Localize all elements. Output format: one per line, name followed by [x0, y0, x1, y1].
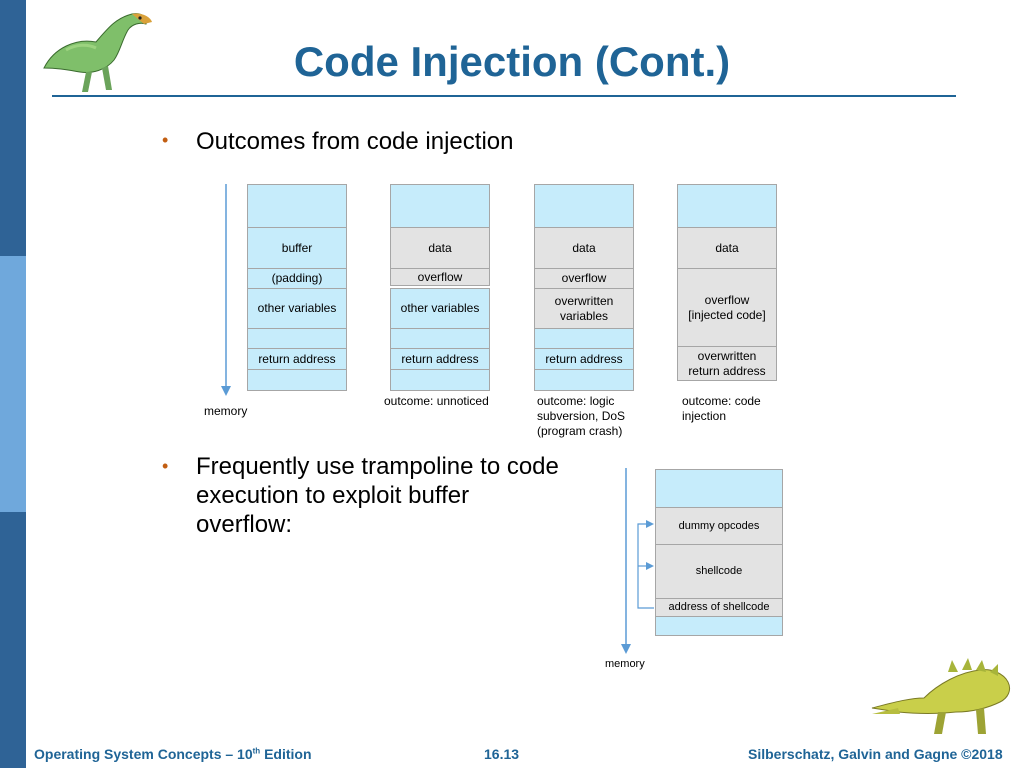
- stack-cell: [390, 184, 490, 228]
- cell-line: return address: [688, 363, 766, 378]
- memory-label: memory: [204, 404, 248, 418]
- caption-outcome-logic: subversion, DoS: [537, 409, 626, 423]
- dinosaur-logo-icon: [43, 13, 152, 92]
- stack-cell: [677, 184, 777, 228]
- stack-cell: [534, 184, 634, 228]
- footer-book-title: Operating System Concepts – 10th Edition: [34, 746, 312, 762]
- memory-direction-arrows: [621, 468, 654, 654]
- bullet-line: Frequently use trampoline to code: [196, 453, 559, 480]
- stack-cell-padding: (padding): [247, 268, 347, 289]
- footer-superscript: th: [252, 746, 261, 756]
- cell-line: overwritten: [697, 348, 757, 363]
- cell-line: overwritten: [554, 293, 614, 308]
- stack-cell-other-variables: other variables: [390, 288, 490, 329]
- stack-cell-data: data: [677, 227, 777, 269]
- left-sidebar-bar: [0, 0, 26, 768]
- stack-cell-shellcode: shellcode: [655, 544, 783, 599]
- stack-cell-overflow: overflow: [534, 268, 634, 289]
- footer-text: Operating System Concepts – 10: [34, 746, 253, 762]
- stack-cell: [655, 469, 783, 508]
- memory-direction-arrow: [221, 184, 231, 396]
- stack-cell-overflow: overflow: [390, 268, 490, 286]
- stack-cell-overflow-injected-code: overflow [injected code]: [677, 268, 777, 347]
- caption-outcome-logic: outcome: logic: [537, 394, 615, 408]
- stack-cell-data: data: [390, 227, 490, 269]
- caption-outcome-code-injection: injection: [682, 409, 727, 423]
- caption-outcome-logic: (program crash): [537, 424, 623, 438]
- bullet-marker: •: [162, 456, 169, 476]
- stack-cell: [247, 184, 347, 228]
- footer-slide-number: 16.13: [484, 746, 520, 762]
- stack-cell-overwritten-return-address: overwritten return address: [677, 346, 777, 381]
- stack-cell: [247, 328, 347, 349]
- stack-cell-address-of-shellcode: address of shellcode: [655, 598, 783, 617]
- stack-cell: [390, 328, 490, 349]
- stack-cell: [534, 369, 634, 391]
- bullet-text-outcomes: Outcomes from code injection: [196, 128, 514, 155]
- title-underline: [52, 95, 956, 97]
- memory-label: memory: [605, 658, 645, 670]
- footer-text: Edition: [260, 746, 312, 762]
- cell-line: overflow: [704, 292, 750, 307]
- dinosaur-stegosaurus-icon: [871, 658, 1011, 734]
- bullet-text-trampoline: Frequently use trampoline to code execut…: [196, 452, 559, 539]
- stack-cell-dummy-opcodes: dummy opcodes: [655, 507, 783, 545]
- footer-authors: Silberschatz, Galvin and Gagne ©2018: [748, 746, 1003, 762]
- caption-outcome-unnoticed: outcome: unnoticed: [384, 394, 489, 408]
- stack-cell: [534, 328, 634, 349]
- stack-cell-return-address: return address: [247, 348, 347, 370]
- bullet-line: execution to exploit buffer: [196, 482, 470, 509]
- stack-cell: [655, 616, 783, 636]
- stack-cell: [390, 369, 490, 391]
- stack-cell: [247, 369, 347, 391]
- caption-outcome-code-injection: outcome: code: [682, 394, 761, 408]
- stack-cell-overwritten-variables: overwritten variables: [534, 288, 634, 329]
- cell-line: variables: [559, 308, 609, 323]
- stack-cell-buffer: buffer: [247, 227, 347, 269]
- stack-cell-other-variables: other variables: [247, 288, 347, 329]
- bullet-marker: •: [162, 130, 169, 150]
- stack-cell-data: data: [534, 227, 634, 269]
- stack-cell-return-address: return address: [390, 348, 490, 370]
- slide-title: Code Injection (Cont.): [293, 38, 731, 85]
- cell-line: [injected code]: [688, 307, 766, 322]
- sidebar-highlight: [0, 256, 26, 512]
- stack-cell-return-address: return address: [534, 348, 634, 370]
- bullet-line: overflow:: [196, 511, 293, 538]
